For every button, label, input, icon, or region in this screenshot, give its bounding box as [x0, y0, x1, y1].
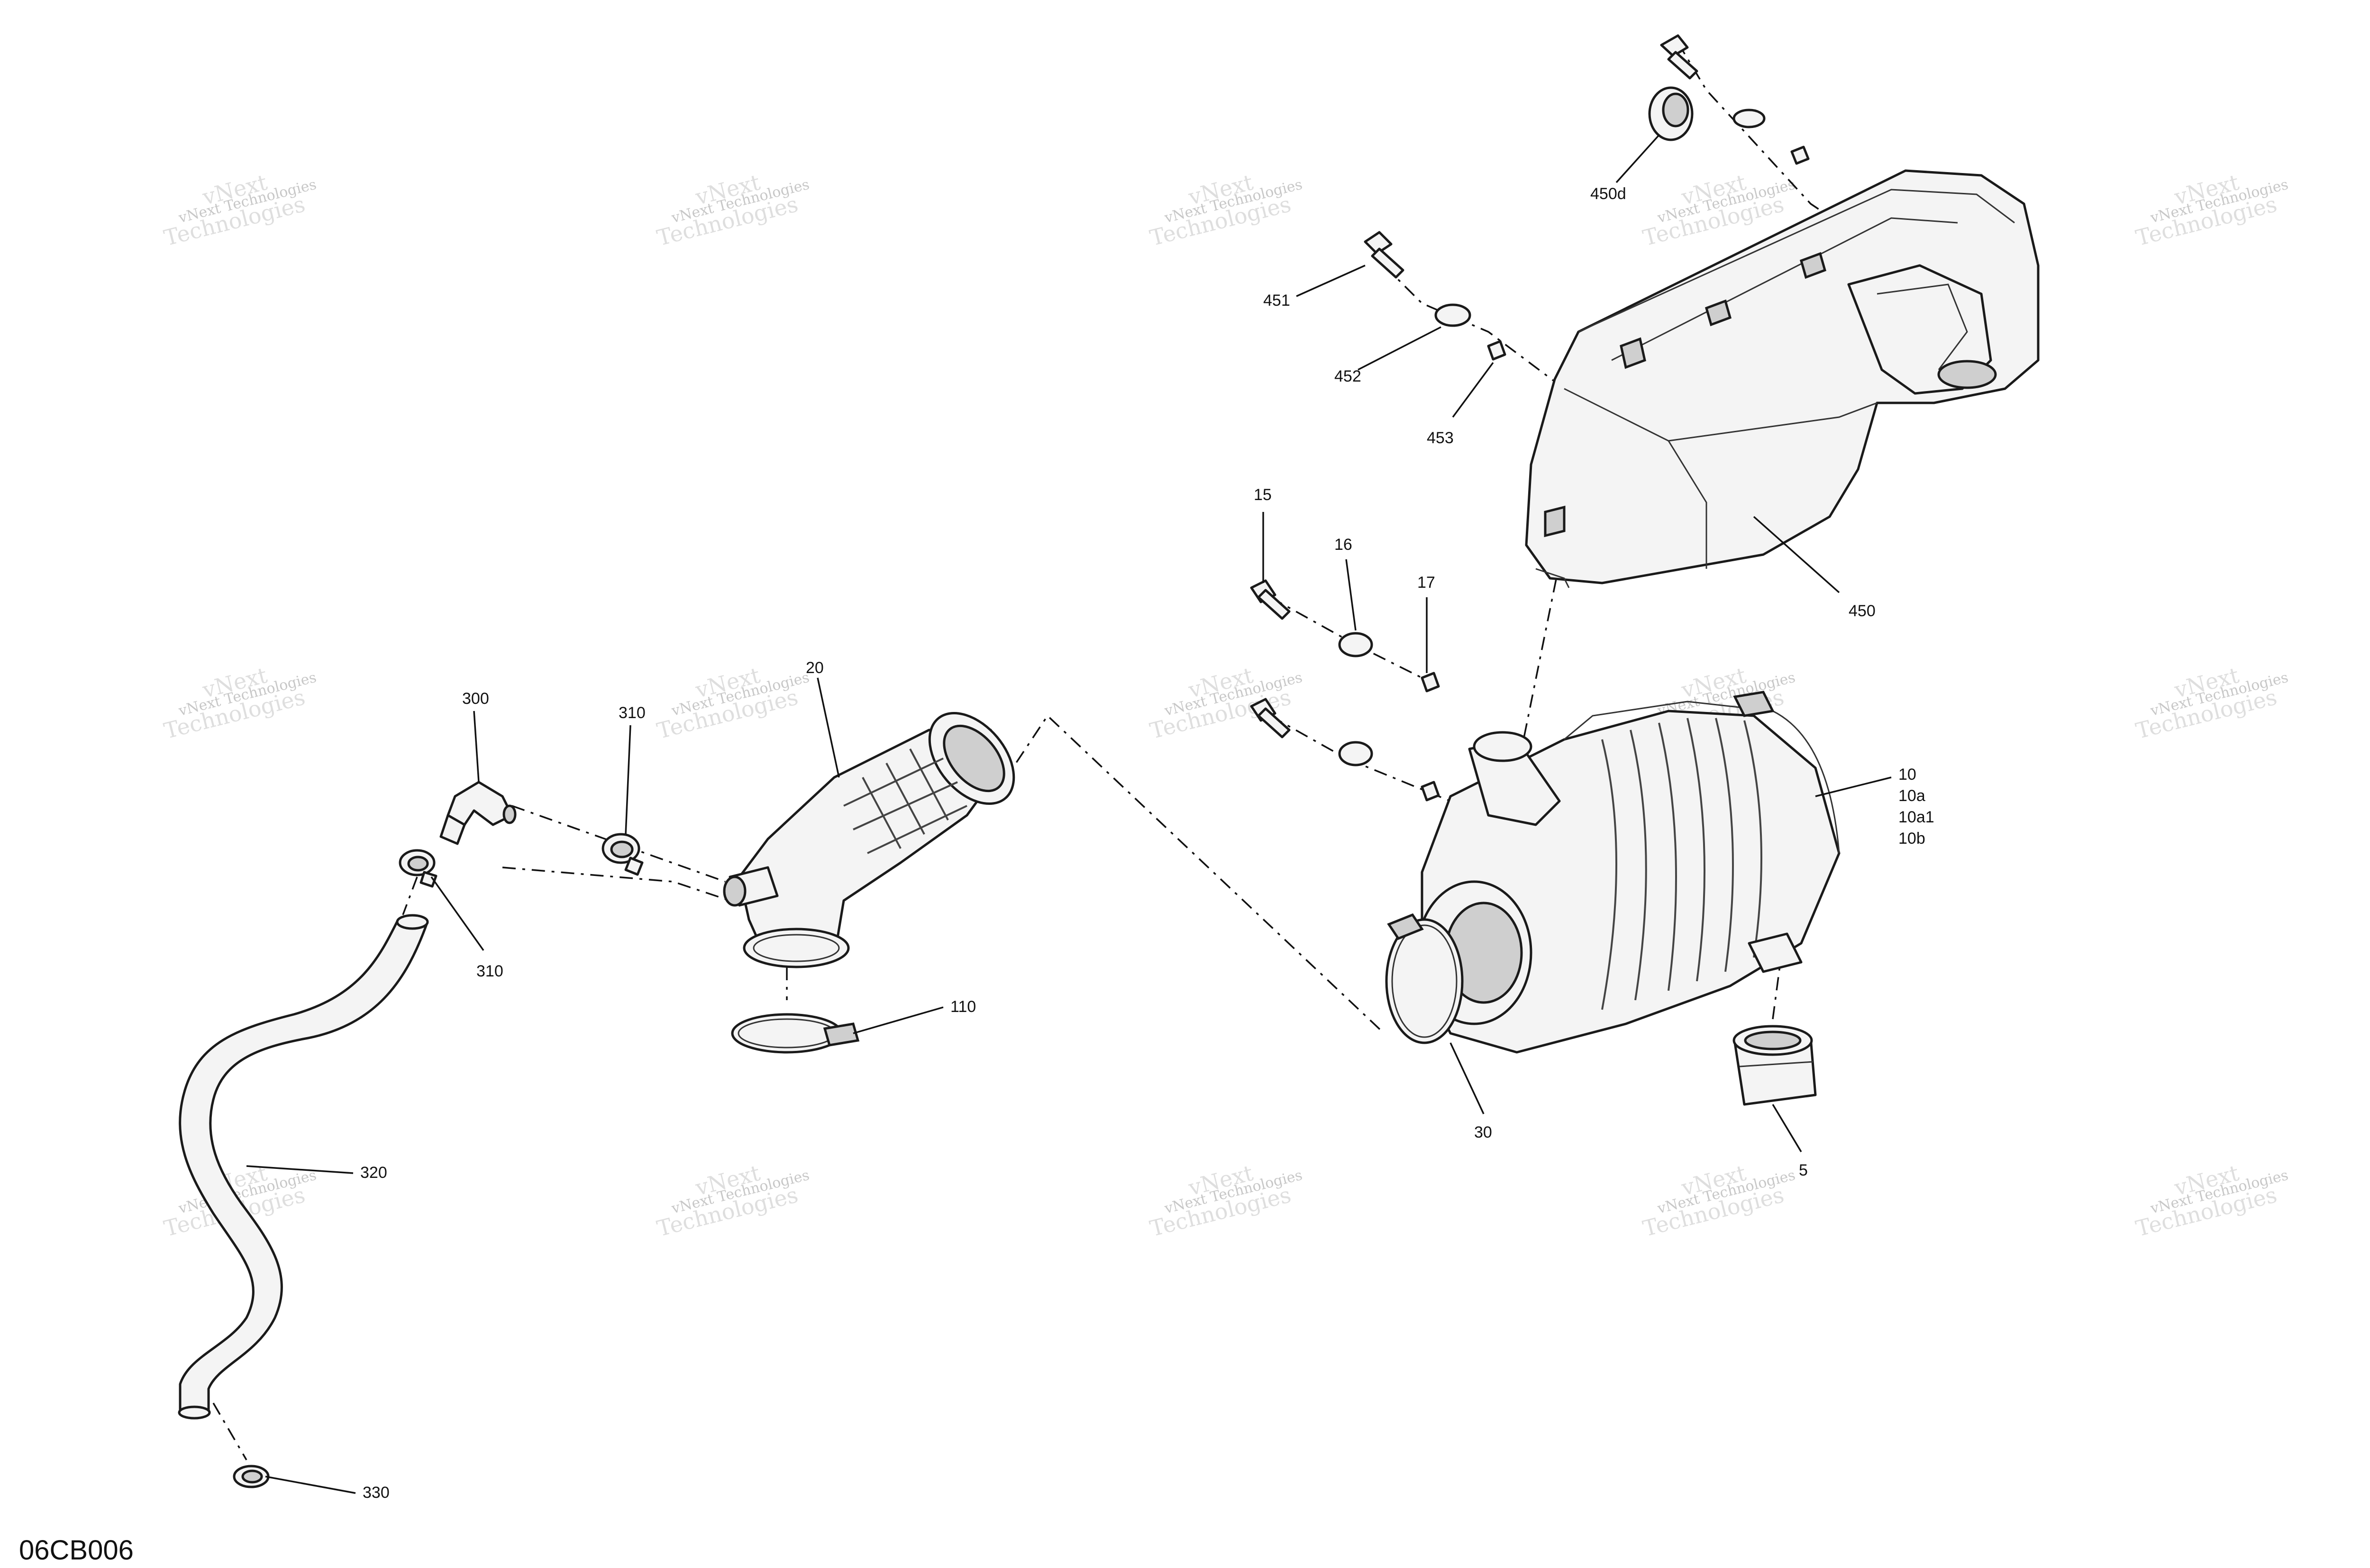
part-310-hose-clamp-upper — [602, 833, 644, 876]
watermark-tile: vNext Technologies vNext Technologies — [1640, 1160, 1797, 1241]
watermark-tile: vNext Technologies vNext Technologies — [1147, 169, 1304, 251]
top-fasteners — [1660, 34, 1810, 165]
callout-17: 17 — [1417, 574, 1435, 592]
leader-lines — [246, 134, 1892, 1494]
callout-15: 15 — [1254, 486, 1272, 504]
fasteners-15-16-17 — [1250, 579, 1440, 802]
callout-10a1: 10a1 — [1898, 808, 1934, 826]
part-450-airbox-cover — [1525, 169, 2040, 588]
callout-10b: 10b — [1898, 830, 1925, 848]
callout-10a: 10a — [1898, 787, 1925, 805]
watermark-tile: vNext Technologies vNext Technologies — [2133, 1160, 2290, 1241]
callout-310-upper: 310 — [619, 704, 646, 722]
callout-310-lower: 310 — [476, 962, 503, 980]
watermark-tile: vNext Technologies vNext Technologies — [2133, 169, 2290, 251]
part-30-clamp — [1385, 913, 1464, 1044]
callout-452: 452 — [1334, 367, 1361, 385]
callout-16: 16 — [1334, 536, 1352, 554]
callout-10: 10 — [1898, 766, 1916, 784]
watermark-tile: vNext Technologies vNext Technologies — [1147, 1160, 1304, 1241]
watermark-tile: vNext Technologies vNext Technologies — [654, 1160, 811, 1241]
callout-300: 300 — [462, 690, 489, 708]
part-320-hose — [178, 914, 429, 1420]
part-5-sleeve — [1732, 1025, 1817, 1106]
callout-450d: 450d — [1590, 185, 1626, 203]
callout-20: 20 — [806, 659, 824, 677]
callout-5: 5 — [1799, 1161, 1808, 1179]
part-110-clamp — [731, 1013, 860, 1054]
callout-451: 451 — [1263, 292, 1290, 310]
watermark-tile: vNext Technologies vNext Technologies — [654, 169, 811, 251]
callout-450: 450 — [1849, 602, 1876, 620]
callout-320: 320 — [360, 1164, 387, 1182]
callout-labels: 450d 451 452 453 450 15 16 17 10 10a 10a… — [360, 185, 1934, 1502]
callout-330: 330 — [363, 1484, 390, 1502]
part-20-intake-duct — [723, 711, 1015, 968]
callout-110: 110 — [950, 998, 976, 1016]
part-310-hose-clamp-lower — [399, 849, 438, 888]
callout-30: 30 — [1474, 1123, 1492, 1141]
figure-id: 06CB006 — [19, 1535, 134, 1566]
part-330-hose-clamp — [233, 1465, 270, 1488]
callout-453: 453 — [1427, 429, 1454, 447]
fasteners-451-452-453 — [1364, 231, 1506, 361]
part-300-elbow-fitting — [439, 781, 517, 845]
watermark-tile: vNext Technologies vNext Technologies — [654, 662, 811, 744]
watermark-tile: vNext Technologies vNext Technologies — [2133, 662, 2290, 744]
watermark-tile: vNext Technologies vNext Technologies — [161, 169, 318, 251]
part-450d-grommet — [1648, 86, 1694, 141]
watermark-tile: vNext Technologies vNext Technologies — [161, 662, 318, 744]
